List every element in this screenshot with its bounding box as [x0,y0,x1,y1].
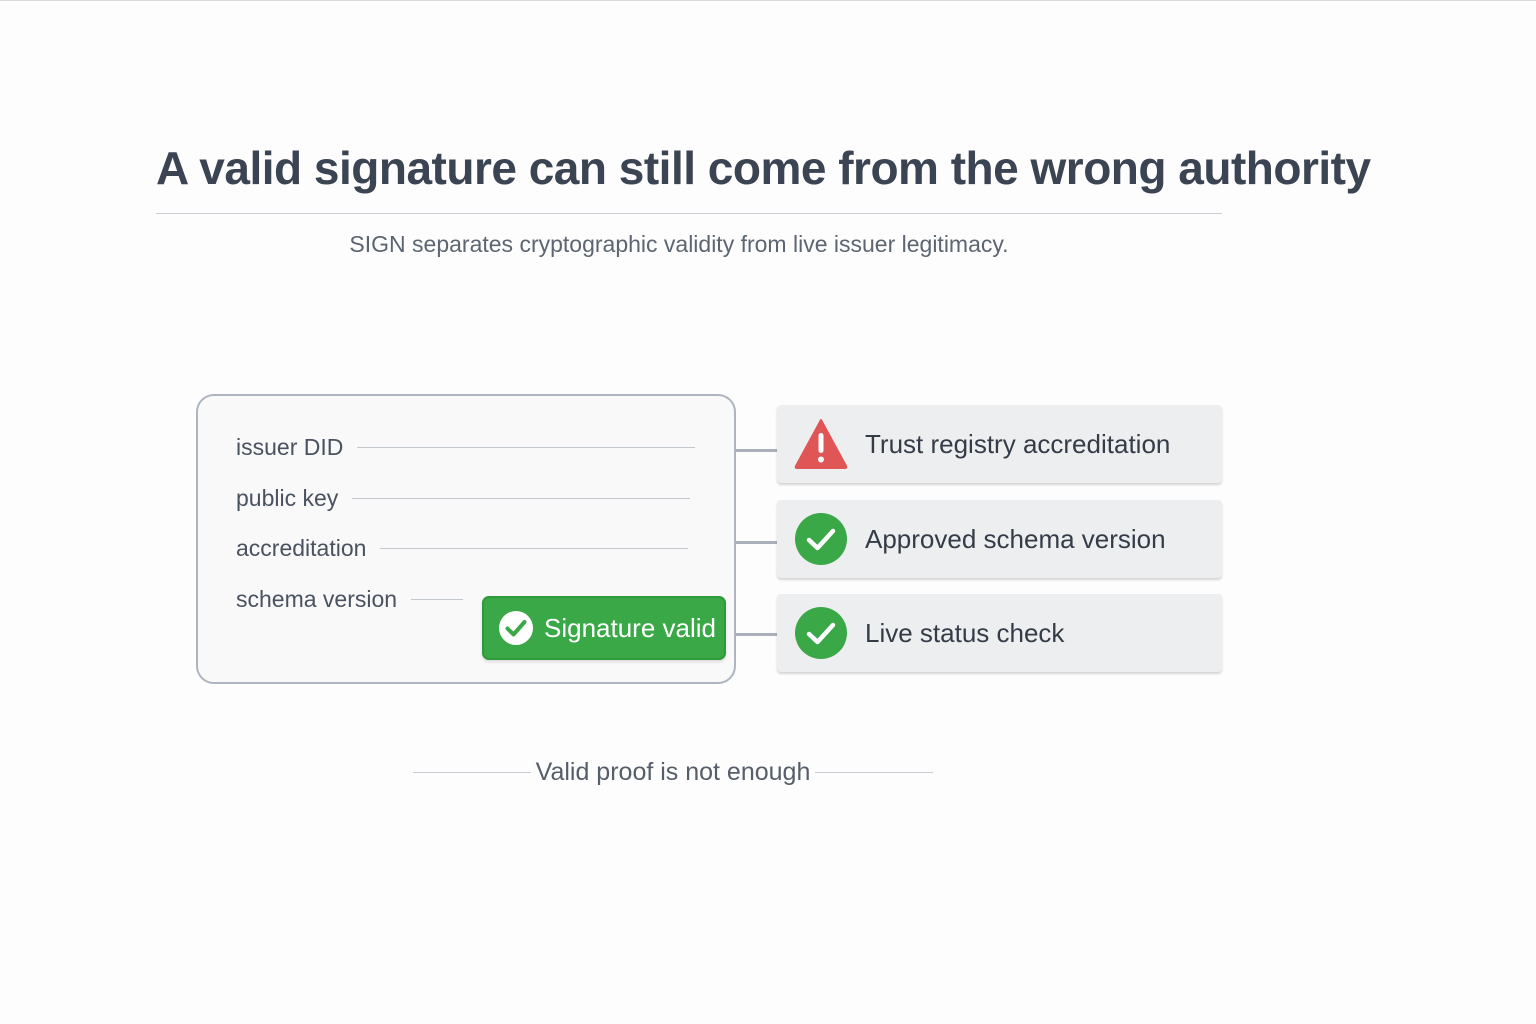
check-live-status: Live status check [777,594,1222,672]
check-circle-icon [499,611,533,645]
field-label: schema version [236,586,398,612]
connector-line [736,449,778,452]
note-divider-left [413,772,531,773]
field-line [357,447,696,448]
signature-valid-badge: Signature valid [482,596,726,660]
field-label: accreditation [236,535,367,561]
field-row-issuer-did: issuer DID [236,434,696,461]
check-circle-icon [795,513,847,565]
check-label: Trust registry accreditation [865,428,1171,459]
note-divider-right [814,772,933,773]
title-divider [156,213,1222,214]
footer-note: Valid proof is not enough [413,758,933,787]
check-trust-registry: Trust registry accreditation [777,405,1222,483]
field-line [352,498,691,499]
page-title: A valid signature can still come from th… [156,142,1371,194]
check-label: Live status check [865,617,1065,648]
field-line [411,599,464,600]
check-label: Approved schema version [865,523,1166,554]
check-circle-icon [795,607,847,659]
connector-line [736,633,778,636]
page-subtitle: SIGN separates cryptographic validity fr… [349,231,1009,257]
warning-triangle-icon [794,419,848,469]
check-approved-schema: Approved schema version [777,500,1222,578]
field-label: public key [236,485,339,511]
footer-note-text: Valid proof is not enough [535,758,811,786]
field-row-schema-version: schema version [236,586,464,613]
field-line [380,548,689,549]
credential-card: issuer DID public key accreditation sche… [196,394,736,684]
connector-line [736,541,778,544]
field-row-public-key: public key [236,485,691,512]
field-label: issuer DID [236,434,344,460]
signature-valid-label: Signature valid [544,612,716,643]
field-row-accreditation: accreditation [236,535,689,562]
